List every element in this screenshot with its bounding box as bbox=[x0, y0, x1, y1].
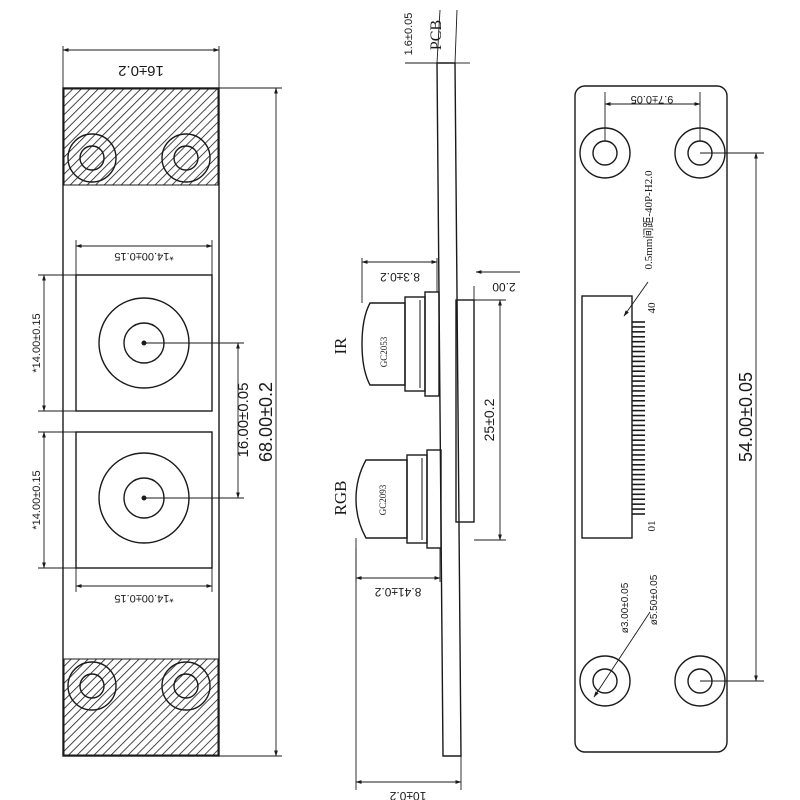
rgb-camera-side bbox=[355, 449, 442, 549]
rgb-lens-square bbox=[75, 431, 213, 569]
connector-spec: 0.5mm间距-40P-H2.0 bbox=[642, 170, 655, 269]
fpc-connector bbox=[581, 295, 633, 539]
hole-spacing: 54.00±0.05 bbox=[736, 372, 756, 462]
pcb-thickness: 1.6±0.05 bbox=[403, 13, 415, 56]
width-dimension: 16±0.2 bbox=[118, 62, 164, 79]
back-hole-bottom-left bbox=[579, 655, 631, 707]
hole-outer-diameter: ø5.50±0.05 bbox=[649, 574, 660, 625]
pin-first-label: 01 bbox=[646, 521, 658, 532]
pin-last-label: 40 bbox=[646, 302, 658, 314]
ir-label: IR bbox=[331, 337, 350, 355]
module-outline bbox=[62, 87, 220, 757]
front-view: 16±0.2 *14.00±0.15 *14.00±0.15 *14.00±0.… bbox=[31, 46, 282, 757]
connector-offset: 2.00 bbox=[492, 280, 516, 294]
base-width: 10±0.2 bbox=[389, 789, 426, 800]
hole-offset: 9.7±0.05 bbox=[631, 93, 674, 105]
center-distance: 16.00±0.05 bbox=[235, 383, 252, 458]
side-view: PCB 1.6±0.05 IR GC2053 RGB GC2093 25±0.2… bbox=[331, 9, 520, 800]
lens-height-top: *14.00±0.15 bbox=[31, 313, 43, 372]
mount-hole-bottom-left bbox=[67, 661, 117, 711]
rgb-height: 8.41±0.2 bbox=[374, 585, 421, 599]
connector-span: 25±0.2 bbox=[481, 398, 497, 441]
lens-width-top: *14.00±0.15 bbox=[114, 250, 173, 262]
hole-inner-diameter: ø3.00±0.05 bbox=[620, 582, 631, 633]
ir-part-number: GC2053 bbox=[379, 336, 389, 367]
rgb-label: RGB bbox=[331, 481, 350, 516]
connector-pins bbox=[632, 321, 645, 515]
ir-height: 8.3±0.2 bbox=[380, 270, 420, 284]
pcb-label: PCB bbox=[428, 20, 445, 50]
lens-width-bottom: *14.00±0.15 bbox=[114, 592, 173, 604]
mount-hole-top-right bbox=[161, 133, 211, 183]
total-length: 68.00±0.2 bbox=[256, 382, 276, 462]
back-connector-side bbox=[455, 299, 475, 523]
top-mount-area bbox=[63, 88, 219, 186]
lens-height-bottom: *14.00±0.15 bbox=[31, 470, 43, 529]
rgb-part-number: GC2093 bbox=[378, 484, 388, 515]
pcb-board bbox=[436, 62, 462, 757]
mount-hole-bottom-right bbox=[161, 661, 211, 711]
mount-hole-top-left bbox=[67, 133, 117, 183]
bottom-mount-area bbox=[63, 658, 219, 756]
back-board-outline bbox=[574, 85, 728, 753]
back-view: 9.7±0.05 54.00±0.05 40 01 0.5mm间距-40P-H2… bbox=[574, 85, 764, 753]
ir-camera-side bbox=[361, 291, 440, 397]
